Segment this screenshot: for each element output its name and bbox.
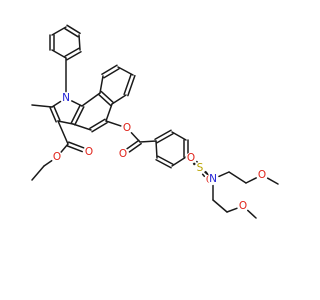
- single-bond: [31, 165, 45, 181]
- double-bond-line: [70, 104, 81, 124]
- single-bond: [105, 103, 113, 122]
- single-bond: [81, 92, 101, 107]
- double-bond-line: [100, 90, 115, 104]
- double-bond-line: [201, 173, 206, 178]
- oxygen-atom-sulfonyl-1: O: [187, 152, 195, 164]
- double-bond-line: [89, 118, 106, 130]
- oxygen-atom-methoxy-2: O: [239, 200, 247, 212]
- double-bond-line: [126, 139, 140, 150]
- atom-label-background: [121, 122, 133, 134]
- single-bond: [57, 120, 69, 145]
- single-bond: [218, 171, 230, 178]
- single-bond: [212, 199, 228, 213]
- single-bond: [171, 156, 187, 167]
- double-bond-line: [101, 64, 118, 76]
- double-bond-line: [127, 74, 136, 97]
- atom-label-background: [60, 92, 72, 104]
- single-bond: [247, 209, 257, 219]
- double-bond-line: [156, 132, 174, 144]
- atom-label-background: [51, 151, 63, 163]
- single-bond: [139, 140, 157, 143]
- single-bond: [171, 131, 187, 141]
- single-bond: [71, 100, 83, 107]
- nitrogen-atom-sulfonamide: N: [209, 173, 217, 185]
- atom-label-layer: NOOOOSOONOO: [51, 92, 268, 212]
- double-bond-line: [157, 155, 174, 165]
- single-bond: [226, 207, 238, 213]
- atom-label-background: [207, 173, 219, 185]
- single-bond: [31, 104, 53, 108]
- single-bond: [72, 123, 92, 131]
- single-bond: [111, 94, 127, 105]
- double-bond-line: [103, 67, 120, 79]
- single-bond: [105, 120, 122, 127]
- sulfur-atom: S: [197, 162, 204, 174]
- atom-label-background: [256, 169, 268, 181]
- double-bond-line: [66, 145, 83, 153]
- single-bond: [245, 177, 257, 184]
- molecule-structure: NOOOOSOONOO: [31, 24, 279, 219]
- atom-label-background: [194, 162, 206, 174]
- single-bond: [99, 75, 104, 94]
- double-bond-line: [49, 107, 57, 123]
- single-bond: [51, 49, 67, 59]
- single-bond: [204, 171, 209, 176]
- double-bond-line: [64, 47, 80, 58]
- oxygen-atom-aryl-ester-ether: O: [123, 122, 131, 134]
- double-bond-line: [74, 106, 85, 126]
- atom-label-background: [83, 146, 95, 158]
- double-bond-line: [66, 50, 82, 61]
- double-bond-line: [53, 105, 61, 121]
- double-bond-line: [154, 129, 172, 141]
- nitrogen-atom-indole: N: [62, 92, 70, 104]
- single-bond: [78, 34, 81, 51]
- oxygen-atom-ester-carbonyl: O: [53, 151, 61, 163]
- bond-layer: [31, 24, 279, 219]
- double-bond-line: [66, 24, 81, 35]
- oxygen-atom-aryl-ester-carbonyl: O: [119, 148, 127, 160]
- atom-label-background: [117, 148, 129, 160]
- double-bond-line: [155, 159, 172, 169]
- single-bond: [57, 120, 74, 125]
- single-bond: [228, 171, 247, 184]
- oxygen-atom-methoxy-1: O: [258, 169, 266, 181]
- oxygen-atom-ester-ether: O: [85, 146, 93, 158]
- double-bond-line: [123, 73, 132, 96]
- double-bond-line: [128, 142, 142, 153]
- atom-label-background: [185, 152, 197, 164]
- double-bond-line: [67, 141, 85, 149]
- single-bond: [266, 177, 279, 185]
- single-bond: [60, 143, 69, 153]
- single-bond: [155, 140, 158, 159]
- atom-label-background: [237, 200, 249, 212]
- double-bond-line: [91, 121, 108, 133]
- single-bond: [117, 66, 134, 76]
- double-bond-line: [64, 27, 79, 38]
- single-bond: [43, 159, 53, 167]
- single-bond: [51, 26, 67, 36]
- double-bond-line: [97, 93, 112, 107]
